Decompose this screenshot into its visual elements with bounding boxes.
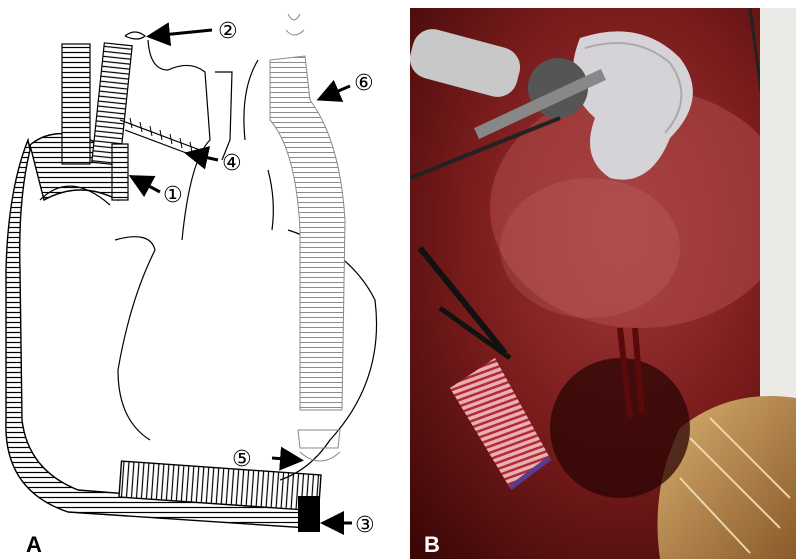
grey-graft — [270, 56, 345, 410]
arrow-2 — [152, 30, 212, 36]
callout-4: ④ — [222, 151, 242, 176]
branch-graft-1 — [62, 44, 90, 164]
branch-stump — [112, 144, 128, 200]
graft-distal-end — [298, 496, 320, 532]
panel-a-label: A — [26, 532, 42, 557]
callout-6: ⑥ — [354, 71, 374, 96]
callout-3: ③ — [355, 513, 375, 538]
arrow-1 — [134, 178, 160, 192]
panel-b-label: B — [424, 532, 440, 557]
panel-a-diagram: ① ② ③ ④ ⑤ ⑥ A — [0, 0, 400, 559]
callout-2: ② — [218, 19, 238, 44]
arrow-5 — [272, 458, 298, 460]
callout-5: ⑤ — [232, 447, 252, 472]
callout-1: ① — [163, 183, 183, 208]
arrow-6 — [322, 86, 350, 98]
panel-b-photo: B — [410, 8, 796, 559]
